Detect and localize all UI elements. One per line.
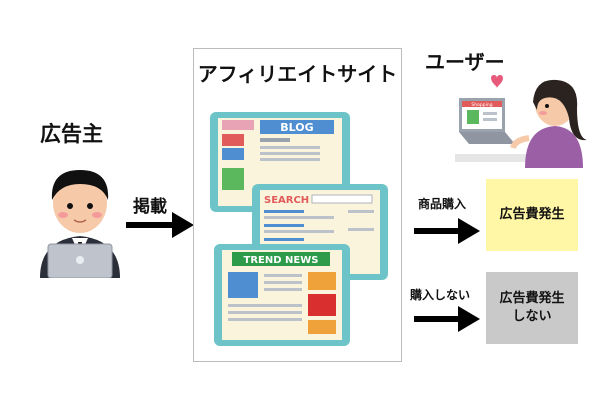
trend-news-tablet: TREND NEWS xyxy=(214,244,350,346)
blog-header-text: BLOG xyxy=(280,121,313,134)
no-purchase-label: 購入しない xyxy=(410,288,471,302)
publish-arrow-icon xyxy=(126,212,194,238)
affiliate-site-title: アフィリエイトサイト xyxy=(197,62,398,86)
purchase-arrow-icon xyxy=(414,218,480,244)
ad-cost-not-incurred-box: 広告費発生 しない xyxy=(486,272,578,344)
laptop-screen-text: Shopping xyxy=(471,102,492,108)
purchase-label: 商品購入 xyxy=(418,197,467,211)
trend-header-text: TREND NEWS xyxy=(244,255,319,266)
no-purchase-arrow-icon xyxy=(414,306,480,332)
ad-cost-incurred-box: 広告費発生 xyxy=(486,179,578,251)
advertiser-label: 広告主 xyxy=(40,122,103,146)
user-illustration: Shopping xyxy=(455,75,587,168)
user-label: ユーザー xyxy=(425,50,505,74)
site-tablets-illustration: BLOG SEARCH TREND NEWS xyxy=(210,112,388,346)
search-header-text: SEARCH xyxy=(264,195,309,206)
publish-label: 掲載 xyxy=(133,197,167,217)
advertiser-illustration xyxy=(40,170,120,278)
